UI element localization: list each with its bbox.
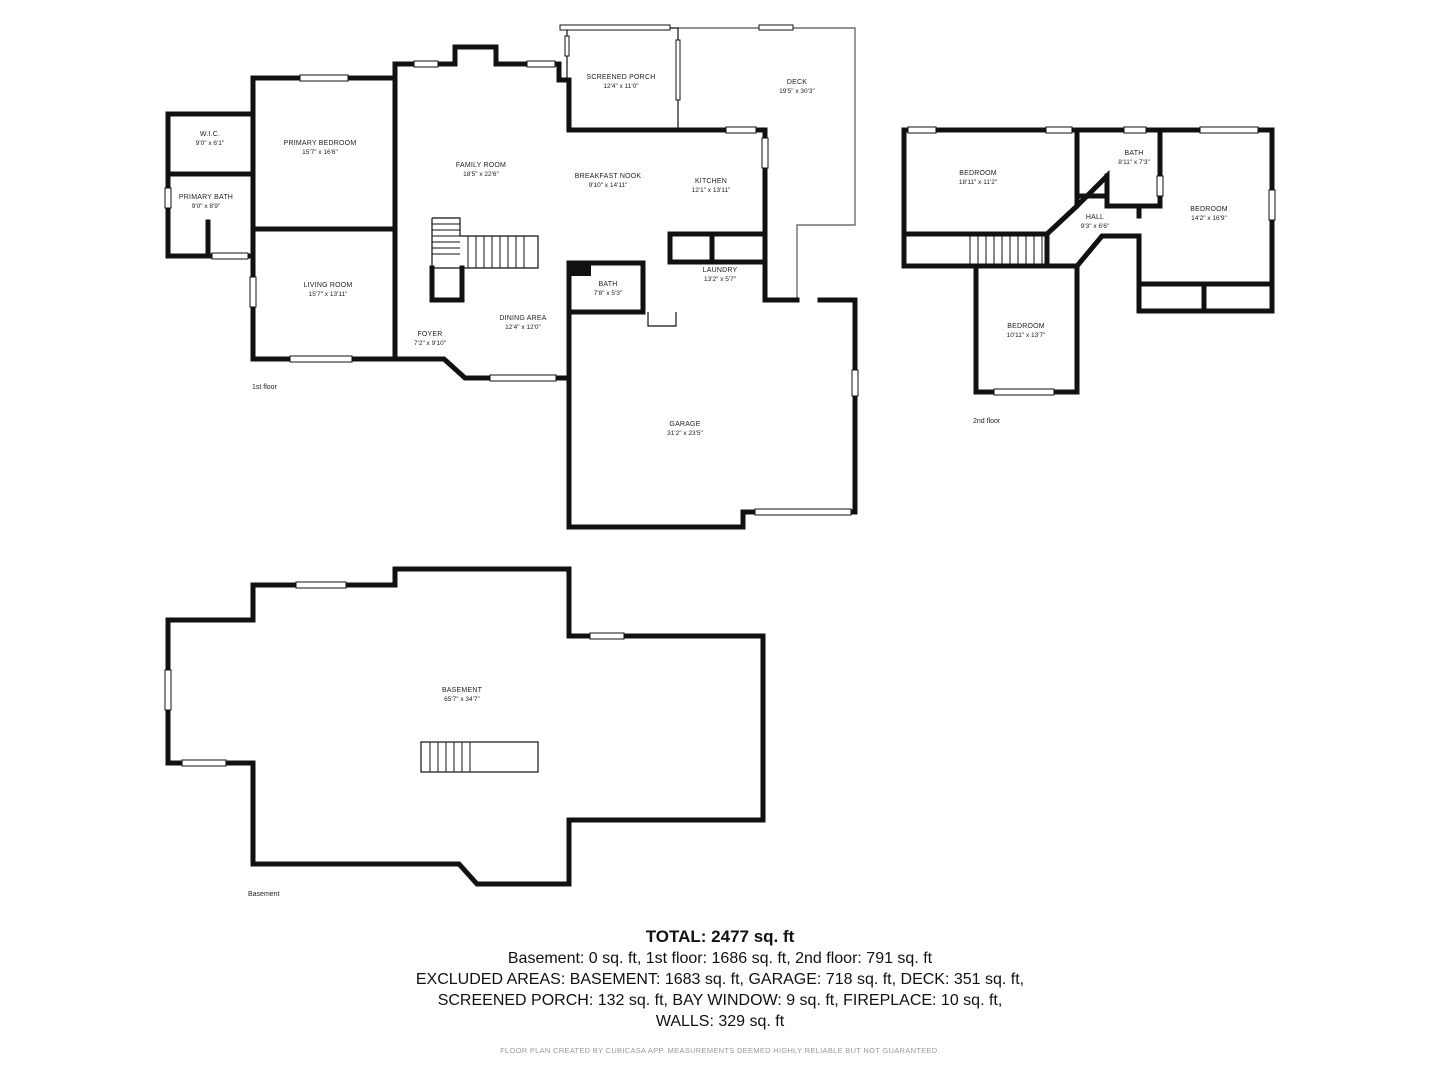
room-label-dining-area: DINING AREA	[499, 315, 546, 322]
room-label-foyer: FOYER	[417, 331, 442, 338]
room-dims-bedroom-east: 14'2" x 16'9"	[1191, 215, 1227, 222]
room-dims-basement: 65'7" x 34'7"	[444, 696, 480, 703]
excluded-areas-line-3: WALLS: 329 sq. ft	[655, 1013, 785, 1030]
room-dims-living-room: 15'7" x 13'11"	[309, 291, 348, 298]
room-label-bath-first-floor: BATH	[599, 281, 618, 288]
room-dims-breakfast-nook: 9'10" x 14'11"	[589, 182, 628, 189]
room-label-bedroom-northwest: BEDROOM	[959, 170, 997, 177]
room-label-basement: BASEMENT	[442, 687, 483, 694]
room-label-garage: GARAGE	[669, 421, 700, 428]
floor-label-basement: Basement	[248, 891, 280, 898]
floor-label-first: 1st floor	[252, 384, 278, 391]
room-label-screened-porch: SCREENED PORCH	[587, 74, 656, 81]
room-dims-bedroom-south: 10'11" x 13'7"	[1007, 332, 1046, 339]
room-dims-laundry: 13'2" x 5'7"	[704, 276, 737, 283]
room-label-bath-second-floor: BATH	[1125, 150, 1144, 157]
room-dims-bath-second-floor: 8'11" x 7'3"	[1118, 159, 1150, 166]
room-dims-primary-bath: 9'0" x 8'9"	[192, 203, 221, 210]
room-dims-dining-area: 12'4" x 12'0"	[505, 324, 541, 331]
room-label-primary-bedroom: PRIMARY BEDROOM	[284, 140, 357, 147]
area-summary: TOTAL: 2477 sq. ft Basement: 0 sq. ft, 1…	[0, 926, 1440, 1032]
excluded-areas-line-1: EXCLUDED AREAS: BASEMENT: 1683 sq. ft, G…	[415, 971, 1025, 988]
disclaimer-footer: FLOOR PLAN CREATED BY CUBICASA APP. MEAS…	[500, 1046, 940, 1055]
room-label-kitchen: KITCHEN	[695, 178, 727, 185]
basement-walls	[165, 566, 766, 887]
first-floor-windows	[164, 24, 859, 516]
basement-windows	[164, 581, 625, 767]
room-dims-kitchen: 12'1" x 13'11"	[692, 187, 731, 194]
room-dims-garage: 31'2" x 23'5"	[667, 430, 703, 437]
room-dims-hall: 9'3" x 6'6"	[1081, 223, 1110, 230]
room-dims-primary-bedroom: 15'7" x 16'6"	[302, 149, 338, 156]
room-label-deck: DECK	[787, 79, 807, 86]
room-label-wic: W.I.C.	[200, 131, 220, 138]
room-label-laundry: LAUNDRY	[703, 267, 738, 274]
excluded-areas-line-2: SCREENED PORCH: 132 sq. ft, BAY WINDOW: …	[437, 992, 1003, 1009]
room-label-primary-bath: PRIMARY BATH	[179, 194, 233, 201]
room-dims-foyer: 7'2" x 9'10"	[414, 340, 447, 347]
garage-walls	[566, 297, 858, 530]
second-floor-plan	[901, 126, 1276, 396]
room-label-living-room: LIVING ROOM	[304, 282, 353, 289]
room-dims-wic: 9'0" x 6'1"	[196, 140, 225, 147]
room-dims-deck: 19'5" x 30'3"	[779, 88, 815, 95]
second-floor-stairs	[969, 236, 1043, 264]
first-floor-stairs-outline	[431, 217, 539, 269]
total-area: TOTAL: 2477 sq. ft	[645, 927, 795, 946]
area-breakdown-line: Basement: 0 sq. ft, 1st floor: 1686 sq. …	[507, 950, 933, 967]
floor-label-second: 2nd floor	[973, 418, 1001, 425]
room-dims-bedroom-northwest: 18'11" x 11'2"	[959, 179, 998, 186]
room-labels: W.I.C. 9'0" x 6'1" PRIMARY BATH 9'0" x 8…	[179, 74, 1228, 703]
room-dims-screened-porch: 12'4" x 11'0"	[603, 83, 639, 90]
first-floor-plan	[164, 24, 859, 530]
room-label-breakfast-nook: BREAKFAST NOOK	[575, 173, 642, 180]
first-floor-stairs	[432, 223, 525, 268]
room-label-hall: HALL	[1086, 214, 1104, 221]
room-dims-family-room: 18'5" x 22'6"	[463, 171, 499, 178]
room-label-bedroom-south: BEDROOM	[1007, 323, 1045, 330]
room-label-family-room: FAMILY ROOM	[456, 162, 506, 169]
second-floor-walls	[901, 127, 1080, 269]
room-label-bedroom-east: BEDROOM	[1190, 206, 1228, 213]
basement-plan	[164, 566, 766, 887]
second-floor-windows	[907, 126, 1276, 396]
room-dims-bath-first-floor: 7'8" x 5'3"	[594, 290, 623, 297]
basement-stairs	[429, 742, 471, 772]
